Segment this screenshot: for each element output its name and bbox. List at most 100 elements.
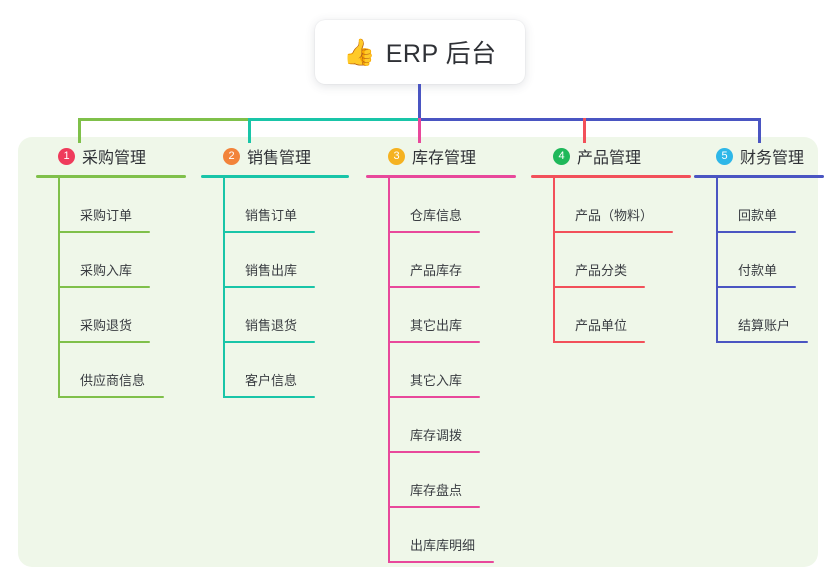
leaf-item[interactable]: 仓库信息 — [388, 178, 516, 233]
column-rule-4 — [531, 175, 691, 178]
leaf-item[interactable]: 客户信息 — [223, 343, 349, 398]
leaf-item[interactable]: 采购入库 — [58, 233, 186, 288]
column-产品管理: 4 产品管理产品（物料） 产品分类产品单位 — [531, 143, 691, 343]
column-title-3: 库存管理 — [412, 150, 477, 167]
leaf-item-label: 库存调拨 — [410, 428, 463, 443]
column-badge-2: 2 — [223, 147, 240, 165]
leaf-item-rule — [58, 396, 164, 398]
drop-connector-column-4 — [583, 118, 586, 143]
column-spine-2 — [223, 178, 225, 398]
column-title-5: 财务管理 — [740, 150, 805, 167]
leaf-item[interactable]: 产品（物料） — [553, 178, 691, 233]
leaf-list-1: 采购订单采购入库采购退货供应商信息 — [58, 178, 186, 398]
leaf-item[interactable]: 采购订单 — [58, 178, 186, 233]
leaf-item-rule — [388, 506, 480, 508]
leaf-item-rule — [553, 286, 645, 288]
leaf-item-rule — [388, 451, 480, 453]
leaf-list-2: 销售订单销售出库销售退货客户信息 — [223, 178, 349, 398]
leaf-item[interactable]: 产品库存 — [388, 233, 516, 288]
column-spine-3 — [388, 178, 390, 563]
column-库存管理: 3 库存管理仓库信息产品库存其它出库其它入库库存调拨库存盘点出库库明细 — [366, 143, 516, 563]
drop-connector-column-3 — [418, 118, 421, 143]
root-node-erp-backend[interactable]: 👍 ERP 后台 — [315, 20, 525, 84]
leaf-item[interactable]: 出库库明细 — [388, 508, 516, 563]
leaf-item-label: 出库库明细 — [410, 538, 476, 553]
trunk-segment-2 — [248, 118, 418, 121]
diagram-board-panel — [18, 137, 818, 567]
leaf-item[interactable]: 库存调拨 — [388, 398, 516, 453]
column-spine-1 — [58, 178, 60, 398]
leaf-item-rule — [223, 286, 315, 288]
column-title-4: 产品管理 — [577, 150, 642, 167]
leaf-item[interactable]: 产品单位 — [553, 288, 691, 343]
leaf-item-rule — [223, 396, 315, 398]
column-header-5[interactable]: 5 财务管理 — [694, 143, 824, 169]
leaf-item[interactable]: 结算账户 — [716, 288, 824, 343]
leaf-item-rule — [716, 341, 808, 343]
leaf-item-rule — [58, 341, 150, 343]
drop-connector-column-5 — [758, 118, 761, 143]
column-rule-3 — [366, 175, 516, 178]
leaf-item[interactable]: 其它入库 — [388, 343, 516, 398]
column-header-2[interactable]: 2 销售管理 — [201, 143, 349, 169]
leaf-item-rule — [388, 341, 480, 343]
leaf-item-rule — [388, 286, 480, 288]
leaf-item-rule — [553, 341, 645, 343]
leaf-item[interactable]: 销售退货 — [223, 288, 349, 343]
drop-connector-column-2 — [248, 118, 251, 143]
leaf-item-rule — [58, 286, 150, 288]
leaf-item[interactable]: 销售订单 — [223, 178, 349, 233]
column-header-4[interactable]: 4 产品管理 — [531, 143, 691, 169]
trunk-segment-3 — [418, 118, 760, 121]
column-rule-5 — [694, 175, 824, 178]
leaf-item-label: 其它入库 — [410, 373, 463, 388]
column-rule-1 — [36, 175, 186, 178]
leaf-item-rule — [388, 396, 480, 398]
leaf-list-4: 产品（物料） 产品分类产品单位 — [553, 178, 691, 343]
leaf-item-label: 采购退货 — [80, 318, 133, 333]
leaf-item-label: 销售退货 — [245, 318, 298, 333]
leaf-item[interactable]: 采购退货 — [58, 288, 186, 343]
column-badge-5: 5 — [716, 147, 733, 165]
leaf-item-label: 其它出库 — [410, 318, 463, 333]
column-header-3[interactable]: 3 库存管理 — [366, 143, 516, 169]
leaf-item-label: 仓库信息 — [410, 208, 463, 223]
drop-connector-column-1 — [78, 118, 81, 143]
column-销售管理: 2 销售管理销售订单销售出库销售退货客户信息 — [201, 143, 349, 398]
leaf-item-label: 结算账户 — [738, 318, 791, 333]
leaf-item-label: 付款单 — [738, 263, 778, 278]
leaf-list-3: 仓库信息产品库存其它出库其它入库库存调拨库存盘点出库库明细 — [388, 178, 516, 563]
column-财务管理: 5 财务管理回款单付款单结算账户 — [694, 143, 824, 343]
leaf-item[interactable]: 库存盘点 — [388, 453, 516, 508]
leaf-item-label: 产品分类 — [575, 263, 628, 278]
column-title-1: 采购管理 — [82, 150, 147, 167]
leaf-item[interactable]: 销售出库 — [223, 233, 349, 288]
leaf-item[interactable]: 回款单 — [716, 178, 824, 233]
column-rule-2 — [201, 175, 349, 178]
leaf-item-label: 销售订单 — [245, 208, 298, 223]
leaf-item-rule — [223, 231, 315, 233]
column-spine-4 — [553, 178, 555, 343]
leaf-item[interactable]: 其它出库 — [388, 288, 516, 343]
leaf-list-5: 回款单付款单结算账户 — [716, 178, 824, 343]
trunk-segment-1 — [78, 118, 248, 121]
leaf-item[interactable]: 供应商信息 — [58, 343, 186, 398]
column-title-2: 销售管理 — [247, 150, 312, 167]
leaf-item-label: 采购入库 — [80, 263, 133, 278]
leaf-item[interactable]: 产品分类 — [553, 233, 691, 288]
leaf-item-rule — [223, 341, 315, 343]
leaf-item-label: 库存盘点 — [410, 483, 463, 498]
leaf-item[interactable]: 付款单 — [716, 233, 824, 288]
leaf-item-label: 产品单位 — [575, 318, 628, 333]
leaf-item-label: 产品（物料） — [575, 208, 654, 223]
leaf-item-label: 回款单 — [738, 208, 778, 223]
column-spine-5 — [716, 178, 718, 343]
leaf-item-label: 供应商信息 — [80, 373, 146, 388]
leaf-item-rule — [388, 231, 480, 233]
leaf-item-rule — [58, 231, 150, 233]
column-badge-3: 3 — [388, 147, 405, 165]
column-badge-4: 4 — [553, 147, 570, 165]
leaf-item-label: 采购订单 — [80, 208, 133, 223]
